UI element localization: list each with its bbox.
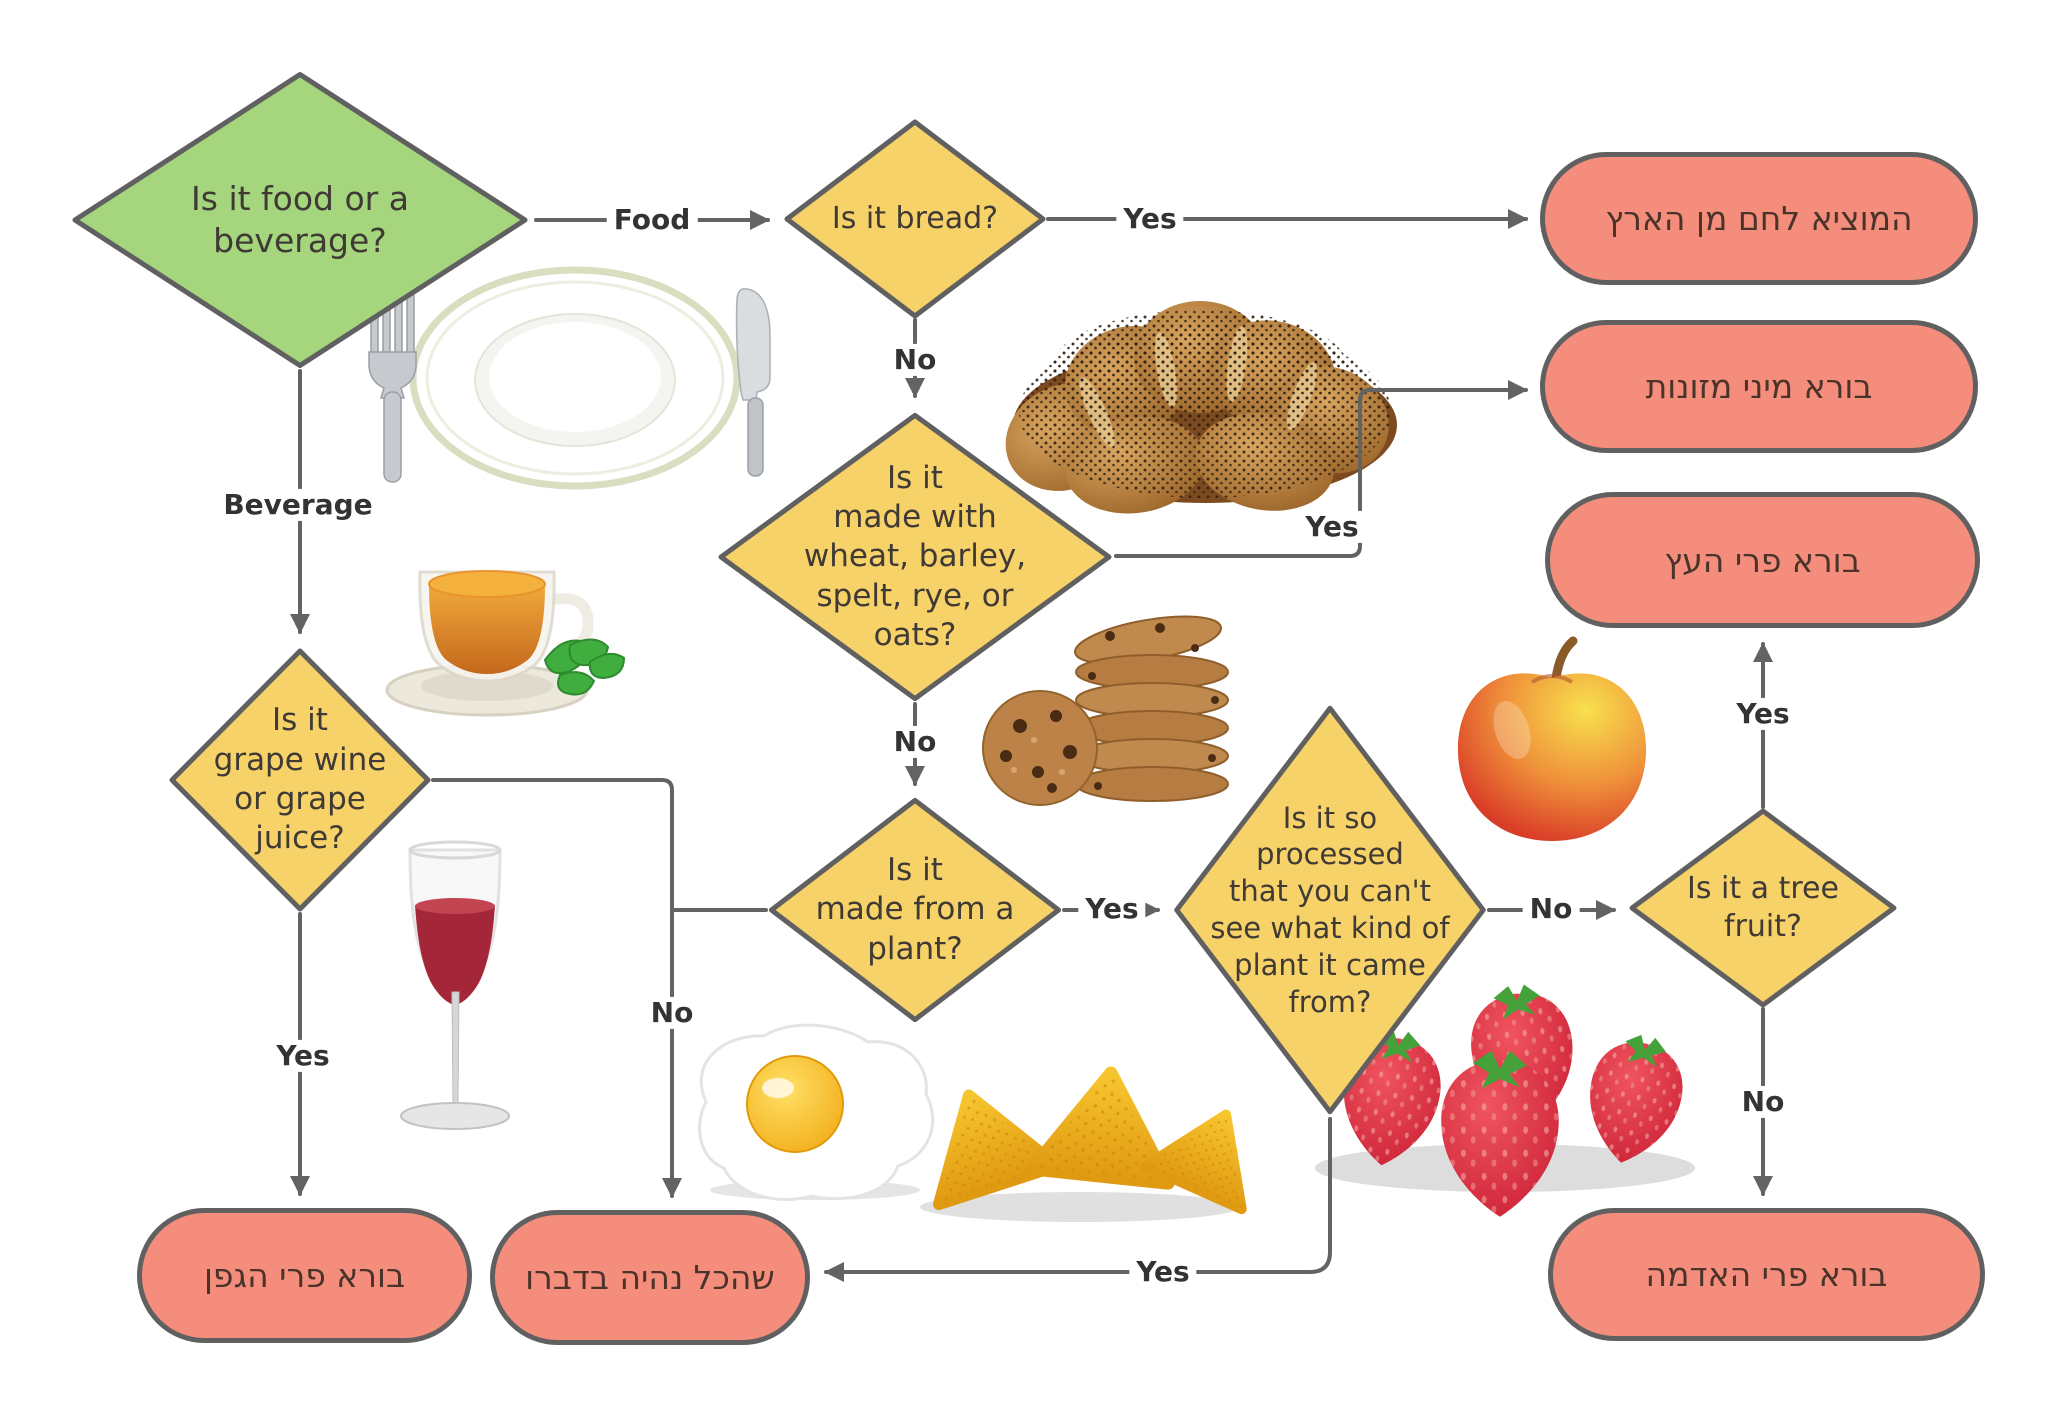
- edge-label-not-plant-no: No: [643, 996, 701, 1030]
- question-text: Is it bread?: [831, 200, 999, 236]
- node-is-it-bread: Is it bread?: [783, 119, 1047, 319]
- blessing-text: בורא פרי העץ: [1664, 540, 1861, 580]
- question-text: Is it made from a plant?: [815, 851, 1015, 967]
- node-haetz: בורא פרי העץ: [1545, 492, 1980, 628]
- edge-label-food: Food: [606, 203, 698, 237]
- blessing-text: בורא מיני מזונות: [1645, 367, 1873, 406]
- node-food-or-beverage: Is it food or a beverage?: [68, 70, 532, 370]
- edge-processed-yes: [824, 1117, 1332, 1282]
- edge-label-bread-yes: Yes: [1116, 202, 1184, 236]
- edge-grape-no: [431, 778, 682, 1198]
- node-five-grains: Is it made with wheat, barley, spelt, ry…: [715, 411, 1115, 703]
- mint-leaves-icon: [543, 638, 626, 696]
- edge-label-beverage: Beverage: [216, 488, 380, 522]
- node-mezonot: בורא מיני מזונות: [1540, 320, 1978, 453]
- strawberries-image: [1315, 982, 1695, 1217]
- question-text: Is it made with wheat, barley, spelt, ry…: [803, 459, 1027, 654]
- node-hagafen: בורא פרי הגפן: [137, 1208, 472, 1343]
- place-setting-image: [368, 266, 771, 490]
- node-hamotzi: המוציא לחם מן הארץ: [1540, 152, 1978, 285]
- edge-label-bread-no: No: [886, 343, 944, 377]
- diamond-shape: [1628, 808, 1898, 1008]
- challah-bread-image: [1005, 301, 1397, 514]
- diamond-shape: [168, 647, 432, 913]
- question-text: Is it food or a beverage?: [191, 179, 409, 260]
- node-haadama: בורא פרי האדמה: [1548, 1208, 1985, 1341]
- question-text: Is it so processed that you can't see wh…: [1210, 800, 1450, 1019]
- front-cookie-icon: [982, 690, 1098, 806]
- edge-grains-yes: [1114, 380, 1528, 558]
- edge-label-plant-yes: Yes: [1078, 892, 1146, 926]
- fried-egg-image: [698, 1023, 935, 1201]
- edge-label-grains-no: No: [886, 725, 944, 759]
- question-text: Is it a tree fruit?: [1687, 870, 1839, 944]
- node-shehakol: שהכל נהיה בדברו: [490, 1210, 810, 1345]
- edge-label-grape-yes: Yes: [269, 1039, 337, 1073]
- blessing-text: המוציא לחם מן הארץ: [1605, 199, 1913, 238]
- question-text: Is it grape wine or grape juice?: [213, 702, 387, 857]
- node-grape-wine-or-juice: Is it grape wine or grape juice?: [168, 647, 432, 913]
- tea-cup-image: [385, 570, 626, 717]
- edge-label-grains-yes: Yes: [1298, 510, 1366, 544]
- edge-label-processed-no: No: [1522, 892, 1580, 926]
- edge-label-tree-yes: Yes: [1729, 697, 1797, 731]
- node-made-from-plant: Is it made from a plant?: [767, 797, 1063, 1023]
- blessing-text: בורא פרי האדמה: [1645, 1255, 1888, 1294]
- diamond-shape: [783, 119, 1047, 319]
- wine-glass-image: [400, 840, 510, 1130]
- tortilla-chips-image: [920, 1066, 1247, 1222]
- node-so-processed: Is it so processed that you can't see wh…: [1172, 702, 1488, 1118]
- diamond-shape: [68, 70, 532, 370]
- blessing-text: שהכל נהיה בדברו: [525, 1258, 775, 1297]
- cookies-image: [982, 615, 1229, 806]
- diamond-shape: [1172, 702, 1488, 1118]
- edge-label-processed-yes: Yes: [1129, 1255, 1197, 1289]
- diamond-shape: [767, 797, 1063, 1023]
- diamond-shape: [715, 411, 1115, 703]
- apple-image: [1457, 636, 1647, 841]
- node-tree-fruit: Is it a tree fruit?: [1628, 808, 1898, 1008]
- edge-label-tree-no: No: [1734, 1085, 1792, 1119]
- knife-icon: [735, 287, 771, 477]
- blessing-text: בורא פרי הגפן: [203, 1256, 406, 1295]
